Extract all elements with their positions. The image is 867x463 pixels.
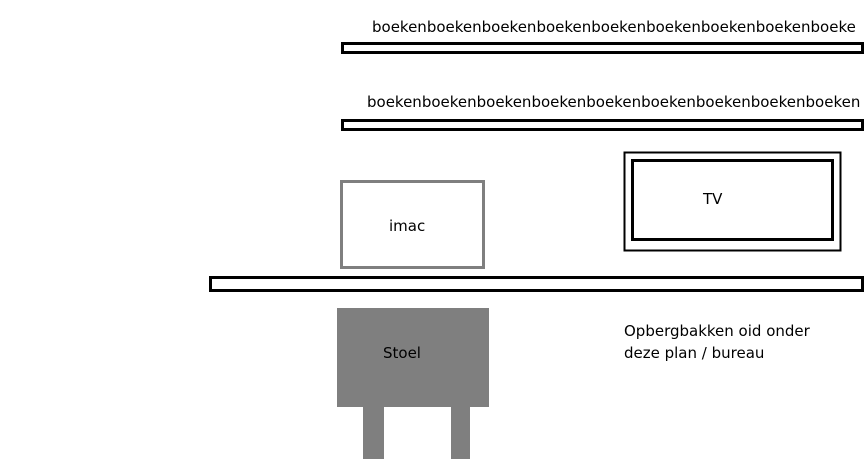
tv-label: TV — [703, 190, 723, 208]
tv-inner-screen — [631, 159, 834, 241]
chair-label: Stoel — [383, 344, 421, 362]
shelf-top-label: boekenboekenboekenboekenboekenboekenboek… — [372, 18, 856, 36]
chair-leg-right — [451, 407, 470, 459]
chair-leg-left — [363, 407, 384, 459]
chair-seat — [337, 308, 489, 407]
bookshelf-middle — [341, 119, 864, 131]
tv-outer-frame — [623, 151, 842, 252]
bookshelf-top — [341, 42, 864, 54]
imac-label: imac — [389, 217, 426, 235]
shelf-middle-label: boekenboekenboekenboekenboekenboekenboek… — [367, 93, 861, 111]
storage-note: Opbergbakken oid onder deze plan / burea… — [624, 322, 810, 362]
desk-plank — [209, 276, 864, 292]
imac-box — [340, 180, 485, 269]
